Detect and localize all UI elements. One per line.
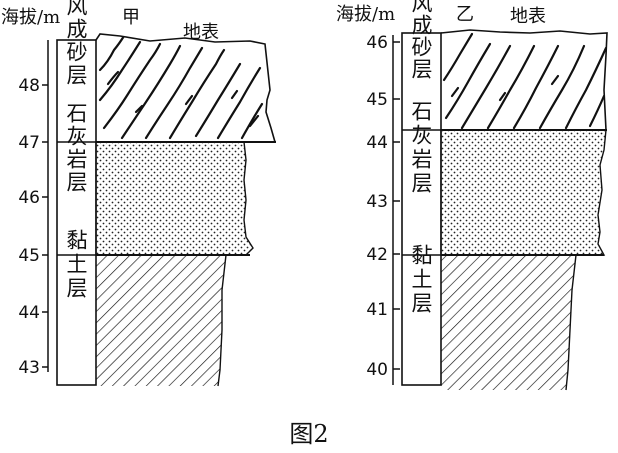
column-yi: 海拔/m 乙 地表 46 45 44 43 42 41 40 风成砂层 石灰岩层… (336, 0, 608, 391)
tick-label: 42 (366, 245, 388, 265)
layer-label-sand: 风成砂层 (409, 0, 433, 80)
tick-marks (42, 84, 48, 368)
sand-layer (440, 29, 608, 131)
elevation-axis-label: 海拔/m (1, 7, 60, 28)
tick-label: 47 (18, 133, 40, 153)
elevation-axis-label: 海拔/m (336, 4, 395, 25)
tick-label: 45 (18, 246, 40, 266)
tick-label: 44 (366, 133, 388, 153)
column-jia: 海拔/m 甲 地表 48 47 46 45 44 43 风成砂层 石灰岩层 黏土 (1, 0, 276, 387)
layer-label-clay: 黏土层 (64, 229, 88, 301)
layer-label-limestone: 石灰岩层 (64, 102, 88, 194)
limestone-layer (95, 141, 254, 256)
tick-label: 45 (366, 90, 388, 110)
tick-label: 40 (366, 360, 388, 380)
tick-label: 44 (18, 303, 40, 323)
tick-label: 46 (366, 33, 388, 53)
layer-label-clay: 黏土层 (409, 244, 433, 316)
tick-label: 43 (366, 192, 388, 212)
tick-label: 48 (18, 76, 40, 96)
tick-label: 41 (366, 300, 388, 320)
figure-caption: 图2 (289, 420, 329, 448)
clay-layer (441, 255, 576, 390)
clay-layer (96, 255, 226, 386)
tick-label: 46 (18, 188, 40, 208)
tick-marks (393, 41, 400, 370)
tick-label: 43 (18, 358, 40, 378)
column-name: 乙 (456, 4, 474, 25)
label-strip (401, 32, 442, 386)
layer-label-sand: 风成砂层 (64, 0, 88, 87)
layer-label-limestone: 石灰岩层 (409, 100, 433, 196)
limestone-layer (440, 129, 607, 256)
column-name: 甲 (122, 7, 140, 28)
surface-label: 地表 (510, 6, 546, 27)
label-strip (56, 39, 97, 386)
sand-layer (95, 33, 276, 143)
surface-label: 地表 (183, 22, 219, 43)
